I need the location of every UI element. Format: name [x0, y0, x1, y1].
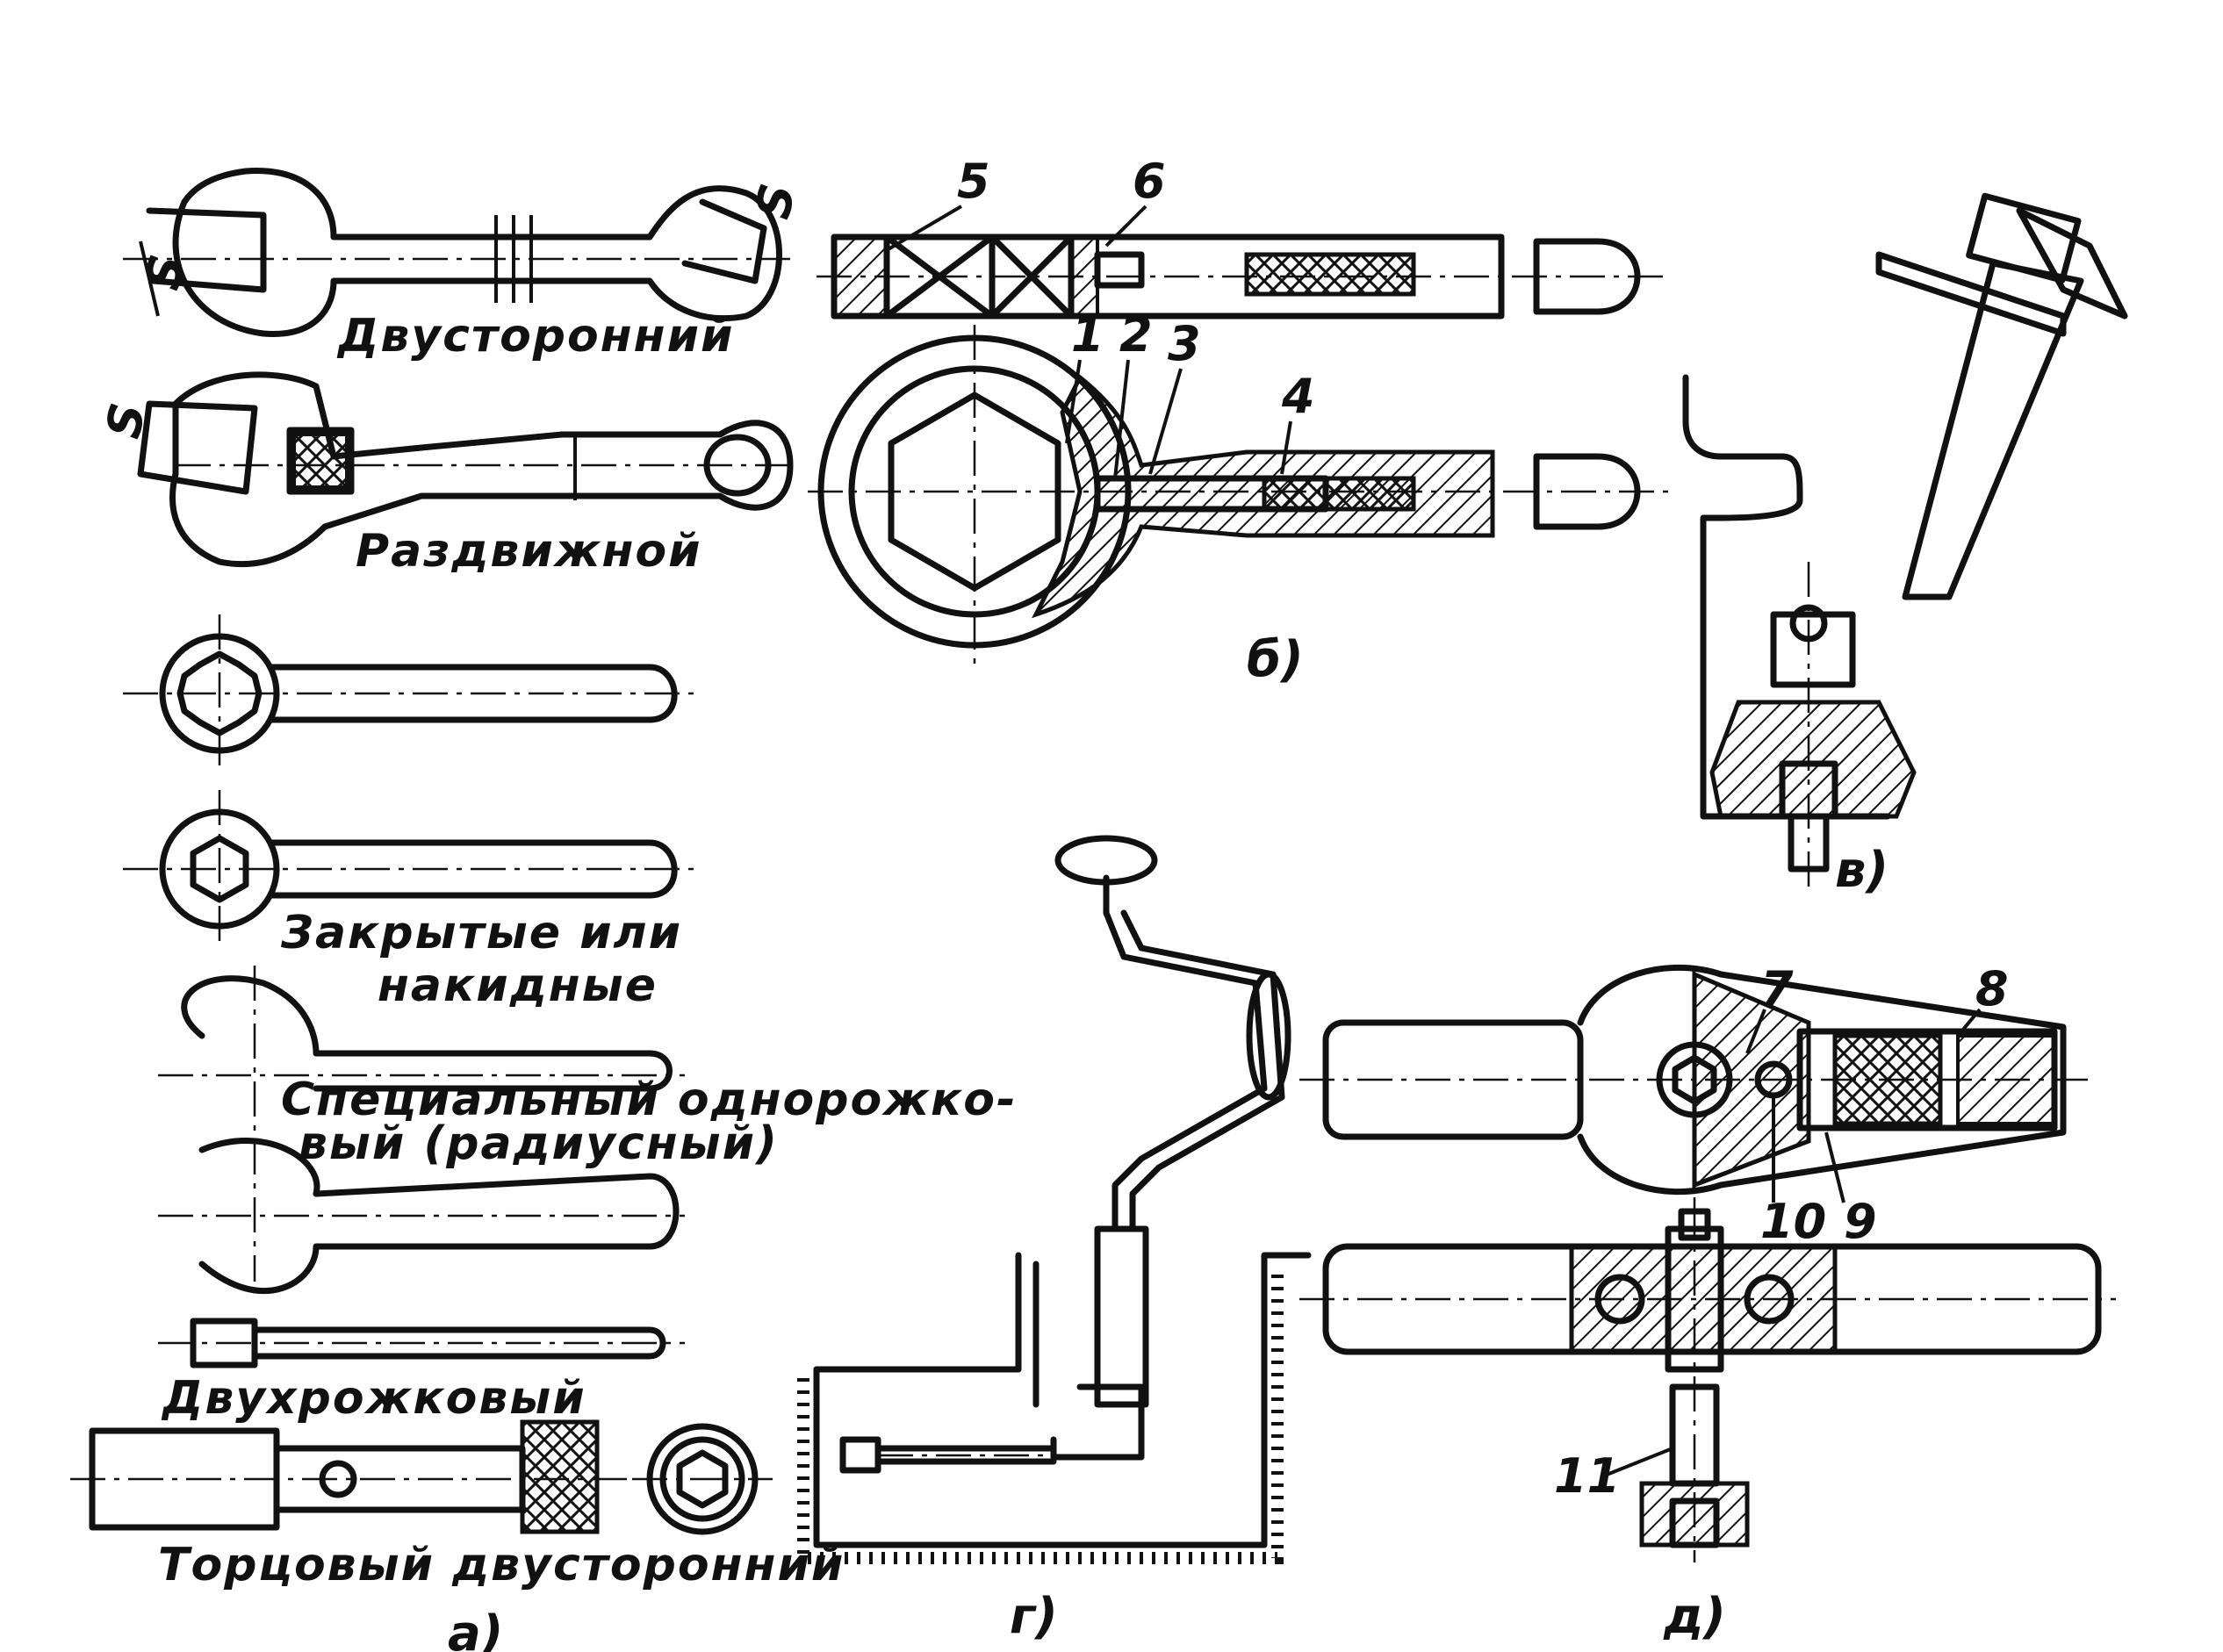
torque-wrench: 1 2 3 4 5 6 б) [808, 154, 1668, 688]
callout-2: 2 [1119, 307, 1153, 363]
label-closed-2: накидные [378, 959, 658, 1012]
callout-8: 8 [1975, 961, 2009, 1016]
ratchet-wrench: 7 8 9 10 11 д) [1299, 961, 2116, 1645]
sublabel-v: в) [1835, 842, 1888, 899]
label-socket-double: Торцовый двусторонний [158, 1539, 845, 1591]
sublabel-a: а) [448, 1605, 503, 1652]
label-adjustable: Раздвижной [356, 525, 702, 578]
horn-wrench [158, 1138, 685, 1294]
callout-7: 7 [1760, 961, 1794, 1016]
label-two-horn: Двухрожковый [161, 1372, 586, 1425]
label-special-2: вый (радиусный) [299, 1117, 779, 1170]
brace-wrench: г) [797, 835, 1312, 1645]
callout-5: 5 [957, 154, 990, 209]
double-sided-wrench: S S Двусторонний [123, 167, 806, 363]
box-wrench-12pt [123, 614, 694, 772]
callout-9: 9 [1844, 1194, 1877, 1249]
dim-s-right: S [745, 180, 806, 223]
sublabel-g: г) [1010, 1588, 1058, 1645]
label-double-sided: Двусторонний [336, 310, 734, 363]
two-horn-wrench: Двухрожковый [158, 1318, 685, 1425]
angled-wrench: в) [1682, 192, 2128, 899]
callout-11: 11 [1554, 1448, 1620, 1504]
callout-6: 6 [1133, 154, 1166, 209]
callout-1: 1 [1071, 307, 1104, 363]
callout-10: 10 [1760, 1194, 1826, 1249]
special-radius-wrench: Специальный однорожко- вый (радиусный) [158, 966, 1018, 1282]
sublabel-b: б) [1247, 631, 1304, 688]
box-wrench-hex: Закрытые или накидные [123, 790, 694, 1012]
sublabel-d: д) [1663, 1588, 1726, 1645]
label-closed-1: Закрытые или [280, 907, 682, 959]
adjustable-wrench: S Раздвижной [96, 371, 794, 578]
callout-4: 4 [1281, 369, 1315, 424]
socket-double-wrench: Торцовый двусторонний а) [70, 1419, 845, 1652]
label-special-1: Специальный однорожко- [281, 1074, 1018, 1126]
callout-3: 3 [1168, 316, 1201, 371]
dim-s-left: S [135, 250, 196, 293]
